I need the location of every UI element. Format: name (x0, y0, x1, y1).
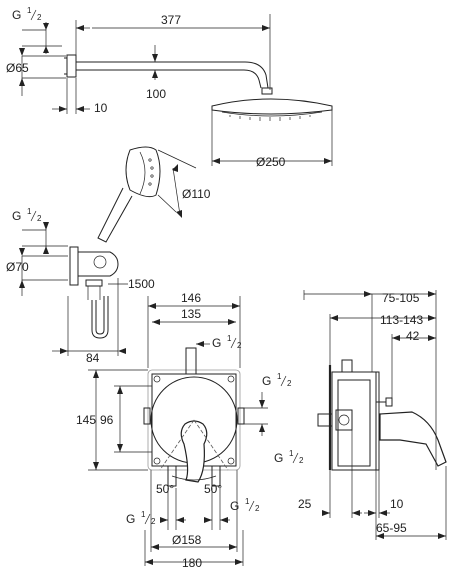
svg-text:G: G (262, 374, 271, 388)
box-width-label: 180 (182, 556, 202, 569)
svg-text:1: 1 (141, 510, 146, 519)
thread-mid-label: G 1 2 (212, 334, 242, 350)
holder-depth-label: 84 (86, 351, 100, 365)
svg-text:1: 1 (27, 6, 32, 15)
svg-text:2: 2 (237, 341, 242, 350)
thread-holder-label: G 1 2 (12, 207, 42, 223)
mixer-front-view: 146 135 G 1 2 G 1 2 (76, 291, 304, 569)
plate-diameter-label: Ø158 (172, 533, 202, 547)
shower-arm-view: 377 G 1 2 Ø65 10 100 (6, 6, 333, 169)
install-range-label: 75-105 (382, 291, 420, 305)
width-146-label: 146 (181, 291, 201, 305)
depth-42-label: 42 (406, 329, 420, 343)
flange-diameter-label: Ø65 (6, 61, 29, 75)
svg-text:2: 2 (37, 214, 42, 223)
flange-depth-label: 10 (94, 101, 108, 115)
arm-drop-label: 100 (146, 87, 166, 101)
thread-right-low-label: G 1 2 (274, 449, 304, 465)
height-96-label: 96 (100, 413, 114, 427)
svg-text:2: 2 (151, 517, 156, 526)
thread-bottom-right-label: G 1 2 (230, 497, 260, 513)
angle-right-label: 50° (204, 482, 222, 496)
svg-text:1: 1 (227, 334, 232, 343)
arm-length-label: 377 (161, 13, 181, 27)
svg-text:2: 2 (287, 379, 292, 388)
svg-text:G: G (230, 499, 239, 513)
height-145-label: 145 (76, 413, 96, 427)
svg-text:2: 2 (255, 504, 260, 513)
svg-text:G: G (12, 209, 21, 223)
width-135-label: 135 (181, 307, 201, 321)
svg-text:G: G (212, 336, 221, 350)
svg-text:1: 1 (289, 449, 294, 458)
depth-65-95-label: 65-95 (376, 521, 407, 535)
depth-10-label: 10 (390, 497, 404, 511)
svg-text:1: 1 (277, 372, 282, 381)
thread-bottom-left-label: G 1 2 (126, 510, 156, 526)
hose-length-label: 1500 (128, 277, 155, 291)
head-diameter-label: Ø250 (256, 155, 286, 169)
thread-top-label: G 1 2 (12, 6, 42, 22)
depth-range-label: 113-143 (380, 313, 423, 327)
mixer-side-view: 75-105 113-143 42 25 10 65-95 (298, 290, 447, 540)
svg-text:1: 1 (27, 207, 32, 216)
svg-text:G: G (126, 512, 135, 526)
svg-text:G: G (12, 8, 21, 22)
thread-right-label: G 1 2 (262, 372, 292, 388)
holder-diameter-label: Ø70 (6, 260, 29, 274)
svg-text:2: 2 (37, 13, 42, 22)
svg-text:G: G (274, 451, 283, 465)
wall-25-label: 25 (298, 497, 312, 511)
svg-text:2: 2 (299, 456, 304, 465)
hand-shower-view: Ø110 G 1 2 Ø70 1500 (6, 146, 211, 365)
angle-left-label: 50° (156, 482, 174, 496)
svg-text:1: 1 (245, 497, 250, 506)
hand-shower-diameter-label: Ø110 (182, 187, 211, 201)
